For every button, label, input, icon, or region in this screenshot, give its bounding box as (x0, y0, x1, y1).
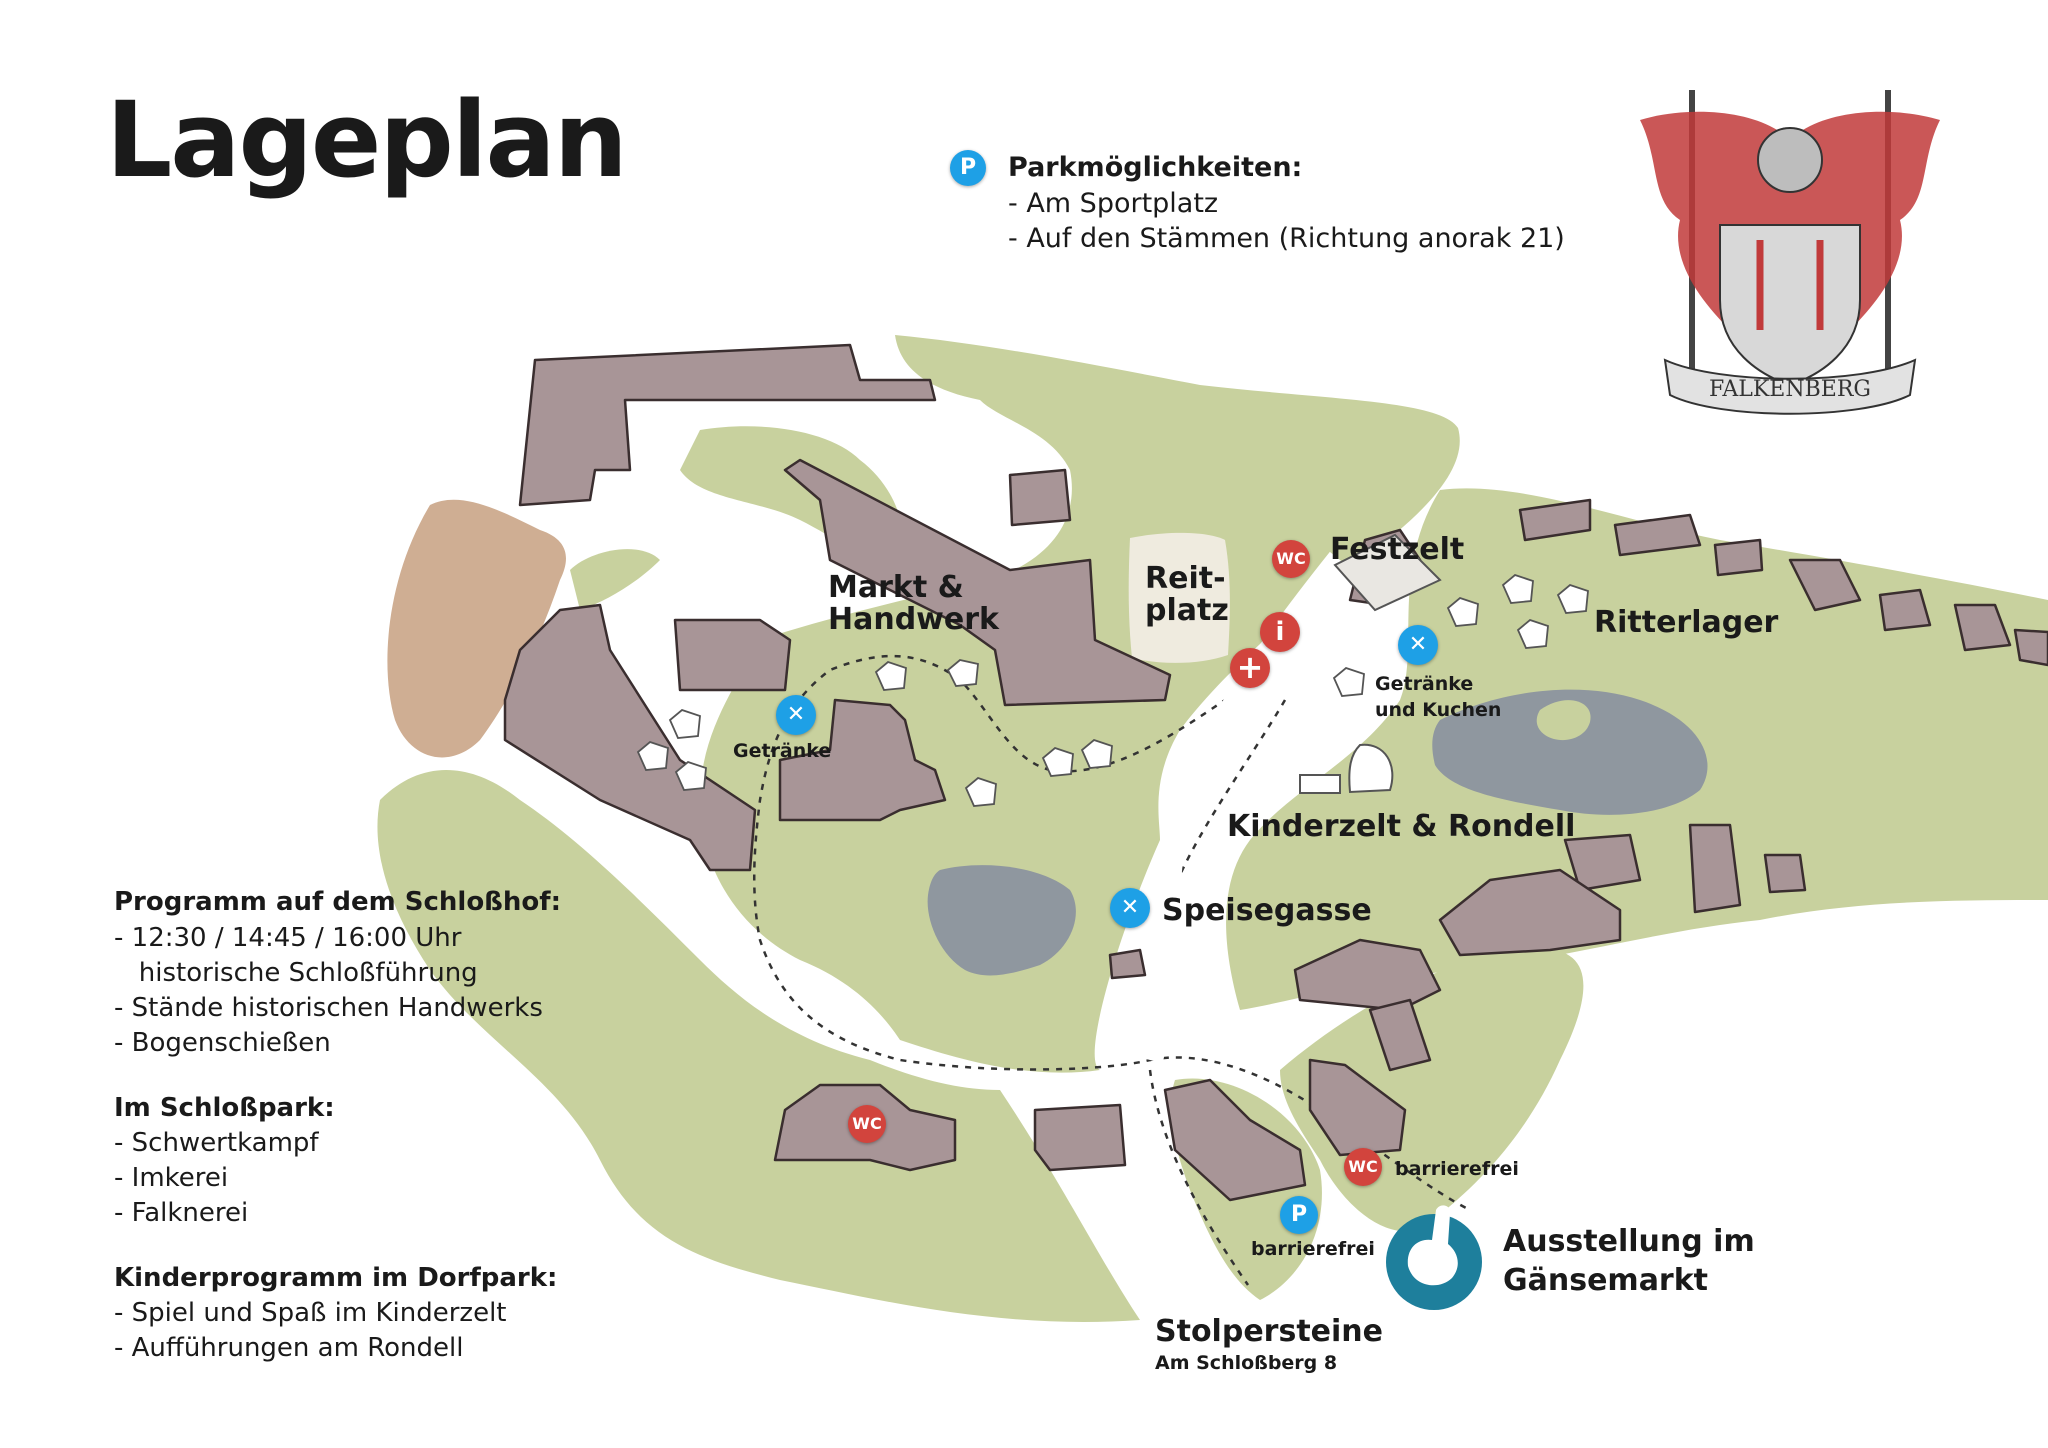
market-tents (636, 573, 1589, 807)
program-item: - Imkerei (114, 1163, 229, 1193)
program-item: - 12:30 / 14:45 / 16:00 Uhr (114, 923, 462, 953)
page-title: Lageplan (106, 79, 628, 201)
food-drink-icon: ✕ (1398, 625, 1438, 665)
buildings (503, 343, 2048, 1202)
wc-icon: WC (1344, 1148, 1382, 1186)
pond-west (927, 865, 1076, 976)
label-ritterlager: Ritterlager (1594, 605, 1779, 640)
food-drink-icon: ✕ (776, 695, 816, 735)
label-reitplatz: Reit- platz (1145, 561, 1229, 629)
program-schlosshof-heading: Programm auf dem Schloßhof: (114, 887, 561, 917)
park-west (377, 770, 1140, 1322)
program-item: - Falknerei (114, 1198, 249, 1228)
label-getraenke: Getränke (733, 740, 832, 762)
goose-icon (1386, 1205, 1482, 1310)
label-markt-handwerk: Markt & Handwerk (828, 570, 999, 638)
program-item: - Bogenschießen (114, 1028, 331, 1058)
label-getraenke-kuchen: Getränke und Kuchen (1375, 673, 1502, 721)
parking-item: - Am Sportplatz (1008, 188, 1219, 219)
pond-east (1432, 689, 1708, 815)
food-drink-icon: ✕ (1110, 888, 1150, 928)
footpaths (752, 654, 1471, 1286)
crest-banner-text: FALKENBERG (1709, 377, 1871, 402)
falkenberg-crest: FALKENBERG (1640, 90, 1940, 415)
label-speisegasse: Speisegasse (1162, 893, 1372, 928)
label-barrierefrei-parking: barrierefrei (1251, 1238, 1375, 1260)
pond-east-island (1536, 700, 1591, 741)
first-aid-icon: + (1230, 648, 1270, 688)
label-kinderzelt-rondell: Kinderzelt & Rondell (1227, 809, 1576, 844)
program-item: - Aufführungen am Rondell (114, 1333, 464, 1363)
parking-heading: Parkmöglichkeiten: (1008, 152, 1303, 183)
label-stolpersteine: Stolpersteine (1155, 1314, 1383, 1349)
parking-icon: P (1280, 1196, 1318, 1234)
wc-icon: WC (1272, 540, 1310, 578)
info-icon: i (1260, 612, 1300, 652)
program-item: - Schwertkampf (114, 1128, 319, 1158)
label-barrierefrei-wc: barrierefrei (1395, 1158, 1519, 1180)
label-ausstellung: Ausstellung im Gänsemarkt (1503, 1224, 1755, 1298)
program-item: - Spiel und Spaß im Kinderzelt (114, 1298, 507, 1328)
kinderzelt-stage (1299, 774, 1341, 794)
program-item: - Stände historischen Handwerks (114, 993, 543, 1023)
label-stolpersteine-address: Am Schloßberg 8 (1155, 1352, 1338, 1374)
reitplatz-area (1128, 532, 1230, 663)
festzelt-tent (1333, 533, 1442, 612)
label-festzelt: Festzelt (1330, 532, 1465, 567)
park-castle-west (570, 549, 660, 610)
parking-item: - Auf den Stämmen (Richtung anorak 21) (1008, 223, 1565, 254)
sand-field (387, 499, 566, 758)
wc-icon: WC (848, 1105, 886, 1143)
parking-icon: P (950, 150, 986, 186)
program-schlosspark-heading: Im Schloßpark: (114, 1093, 335, 1123)
program-dorfpark-heading: Kinderprogramm im Dorfpark: (114, 1263, 558, 1293)
rondell (1348, 743, 1394, 794)
program-item: historische Schloßführung (114, 958, 478, 988)
